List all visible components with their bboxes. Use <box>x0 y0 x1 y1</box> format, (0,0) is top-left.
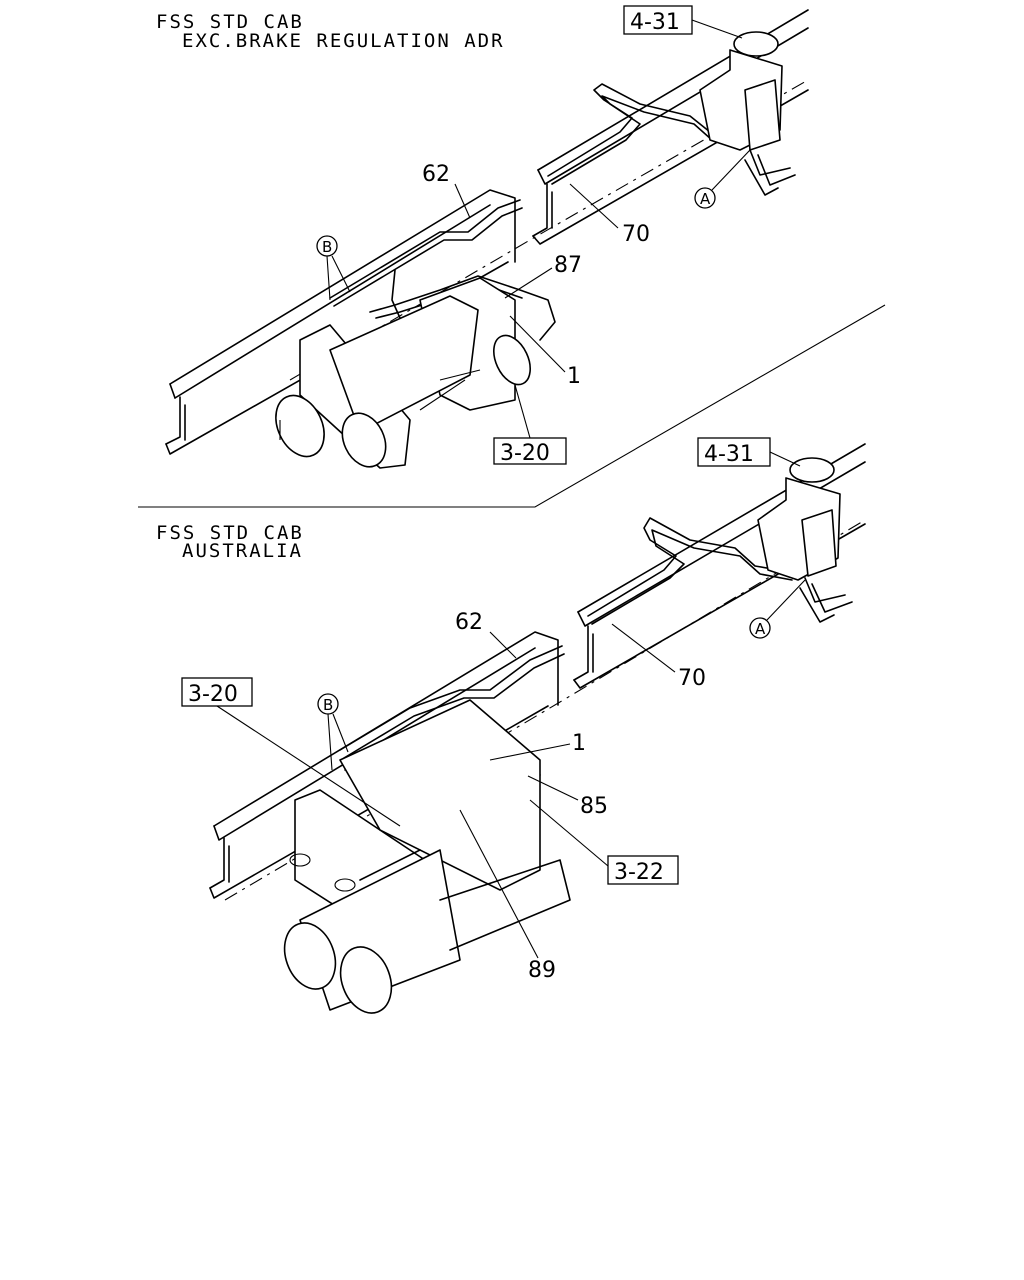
top-leader-62 <box>454 183 471 219</box>
top-circle-a <box>694 187 716 209</box>
bottom-circle-a-label: A <box>755 620 766 638</box>
top-assembly: FSS STD CAB EXC.BRAKE REGULATION ADR <box>138 5 886 508</box>
bottom-leader-4-31 <box>769 451 801 467</box>
top-leader-70 <box>569 183 619 229</box>
top-part-1: 1 <box>567 364 581 389</box>
bottom-assembly: FSS STD CAB AUSTRALIA <box>156 437 866 1014</box>
bottom-ref-4-31: 4-31 <box>704 442 754 467</box>
bottom-title-line2: AUSTRALIA <box>182 540 303 562</box>
top-relay-valve <box>699 31 796 196</box>
top-part-87: 87 <box>554 253 582 278</box>
bottom-circle-a <box>749 617 771 639</box>
top-brake-pipes <box>329 83 743 346</box>
top-part-62: 62 <box>422 162 450 187</box>
bottom-leader-3-22 <box>529 799 609 867</box>
top-ref-3-20: 3-20 <box>500 441 550 466</box>
bottom-leader-3-20 <box>216 705 401 827</box>
bottom-circle-b-label: B <box>323 696 333 714</box>
section-divider-line <box>138 304 886 508</box>
bottom-leader-62 <box>489 631 517 659</box>
top-leader-3-20 <box>514 384 531 439</box>
top-circle-b-label: B <box>322 238 332 256</box>
top-leader-87 <box>504 267 553 299</box>
top-leader-a <box>711 149 751 191</box>
top-air-tank-assembly <box>275 277 531 469</box>
bottom-relay-valve <box>757 457 853 623</box>
bottom-leader-70 <box>611 623 676 673</box>
bottom-leader-b <box>327 713 349 771</box>
bottom-part-70: 70 <box>678 666 706 691</box>
top-leader-b <box>326 255 351 301</box>
bottom-ref-box-3-22 <box>607 855 679 885</box>
top-title-line1: FSS STD CAB <box>156 11 304 33</box>
top-ref-4-31: 4-31 <box>630 10 680 35</box>
top-circle-a-label: A <box>700 190 711 208</box>
bottom-air-tank-assembly <box>283 699 571 1014</box>
bottom-ref-3-20: 3-20 <box>188 682 238 707</box>
bottom-leader-1 <box>489 743 571 761</box>
bottom-leader-a <box>766 579 806 621</box>
bottom-leader-85 <box>527 775 579 801</box>
bottom-part-1: 1 <box>572 731 586 756</box>
bottom-ref-3-22: 3-22 <box>614 860 664 885</box>
top-title-line2: EXC.BRAKE REGULATION ADR <box>182 30 505 52</box>
bottom-part-89: 89 <box>528 958 556 983</box>
top-leader-4-31 <box>691 19 743 39</box>
bottom-part-85: 85 <box>580 794 608 819</box>
bottom-part-62: 62 <box>455 610 483 635</box>
top-part-70: 70 <box>622 222 650 247</box>
top-leader-1 <box>509 315 566 373</box>
bottom-title-line1: FSS STD CAB <box>156 522 304 544</box>
bottom-leader-89 <box>459 809 539 959</box>
